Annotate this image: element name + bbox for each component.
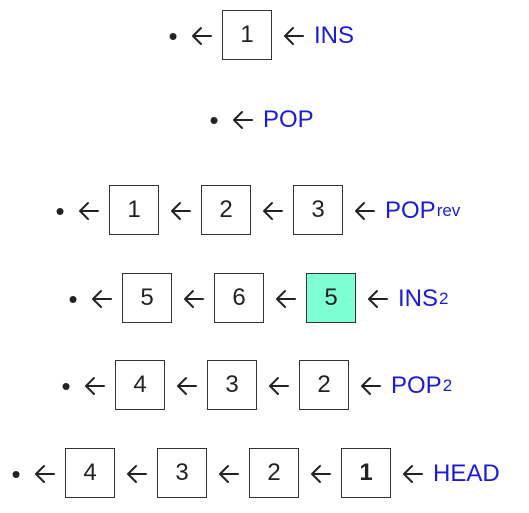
node-box: 5 bbox=[306, 273, 356, 323]
node-box: 2 bbox=[249, 448, 299, 498]
pointer-arrow bbox=[29, 447, 59, 501]
left-arrow-icon bbox=[219, 465, 239, 483]
pointer-label-subscript: rev bbox=[436, 201, 461, 220]
left-arrow-icon bbox=[233, 111, 253, 129]
left-arrow-icon bbox=[92, 290, 112, 308]
null-dot: • bbox=[168, 21, 178, 51]
left-arrow-icon bbox=[127, 465, 147, 483]
left-arrow-icon bbox=[263, 202, 283, 220]
left-arrow-icon bbox=[269, 377, 289, 395]
null-dot: • bbox=[55, 196, 65, 226]
null-dot: • bbox=[209, 105, 219, 135]
left-arrow-icon bbox=[403, 465, 423, 483]
pointer-label-text: INS bbox=[314, 22, 355, 49]
node-box: 2 bbox=[201, 185, 251, 235]
pointer-label-subscript: 2 bbox=[442, 376, 453, 395]
node-box: 1 bbox=[222, 10, 272, 60]
node-box: 2 bbox=[299, 360, 349, 410]
left-arrow-icon bbox=[85, 377, 105, 395]
pointer-arrow bbox=[278, 9, 308, 63]
left-arrow-icon bbox=[192, 27, 212, 45]
null-dot: • bbox=[11, 459, 21, 489]
list-row: • POP bbox=[0, 93, 529, 147]
pointer-arrow bbox=[227, 93, 257, 147]
pointer-arrow bbox=[349, 184, 379, 238]
null-dot: • bbox=[68, 284, 78, 314]
pointer-arrow bbox=[171, 359, 201, 413]
pointer-arrow bbox=[79, 359, 109, 413]
left-arrow-icon bbox=[368, 290, 388, 308]
node-box: 4 bbox=[65, 448, 115, 498]
list-row: • 1 INS bbox=[0, 9, 529, 63]
pointer-label-text: INS bbox=[398, 285, 439, 312]
left-arrow-icon bbox=[35, 465, 55, 483]
pointer-arrow bbox=[186, 9, 216, 63]
pointer-arrow bbox=[257, 184, 287, 238]
node-box: 6 bbox=[214, 273, 264, 323]
pointer-label-text: HEAD bbox=[433, 460, 500, 487]
node-box: 1 bbox=[109, 185, 159, 235]
left-arrow-icon bbox=[361, 377, 381, 395]
left-arrow-icon bbox=[311, 465, 331, 483]
pointer-arrow bbox=[397, 447, 427, 501]
pointer-arrow bbox=[305, 447, 335, 501]
node-box: 5 bbox=[122, 273, 172, 323]
pointer-arrow bbox=[362, 272, 392, 326]
pointer-label-subscript: 2 bbox=[439, 289, 449, 308]
pointer-arrow bbox=[121, 447, 151, 501]
node-box: 3 bbox=[293, 185, 343, 235]
pointer-arrow bbox=[73, 184, 103, 238]
pointer-arrow bbox=[165, 184, 195, 238]
left-arrow-icon bbox=[79, 202, 99, 220]
pointer-label-text: POP bbox=[385, 197, 436, 224]
pointer-label: POP bbox=[263, 93, 314, 147]
left-arrow-icon bbox=[355, 202, 375, 220]
node-box: 3 bbox=[157, 448, 207, 498]
pointer-label: HEAD bbox=[433, 447, 500, 501]
pointer-arrow bbox=[178, 272, 208, 326]
left-arrow-icon bbox=[276, 290, 296, 308]
pointer-arrow bbox=[270, 272, 300, 326]
left-arrow-icon bbox=[177, 377, 197, 395]
node-box: 3 bbox=[207, 360, 257, 410]
pointer-arrow bbox=[355, 359, 385, 413]
node-box: 1 bbox=[341, 448, 391, 498]
left-arrow-icon bbox=[171, 202, 191, 220]
node-box: 4 bbox=[115, 360, 165, 410]
pointer-arrow bbox=[213, 447, 243, 501]
left-arrow-icon bbox=[284, 27, 304, 45]
left-arrow-icon bbox=[184, 290, 204, 308]
pointer-arrow bbox=[263, 359, 293, 413]
pointer-label-text: POP bbox=[391, 372, 442, 399]
pointer-label-text: POP bbox=[263, 106, 314, 133]
pointer-label: INS bbox=[314, 9, 354, 63]
null-dot: • bbox=[61, 371, 71, 401]
pointer-arrow bbox=[86, 272, 116, 326]
